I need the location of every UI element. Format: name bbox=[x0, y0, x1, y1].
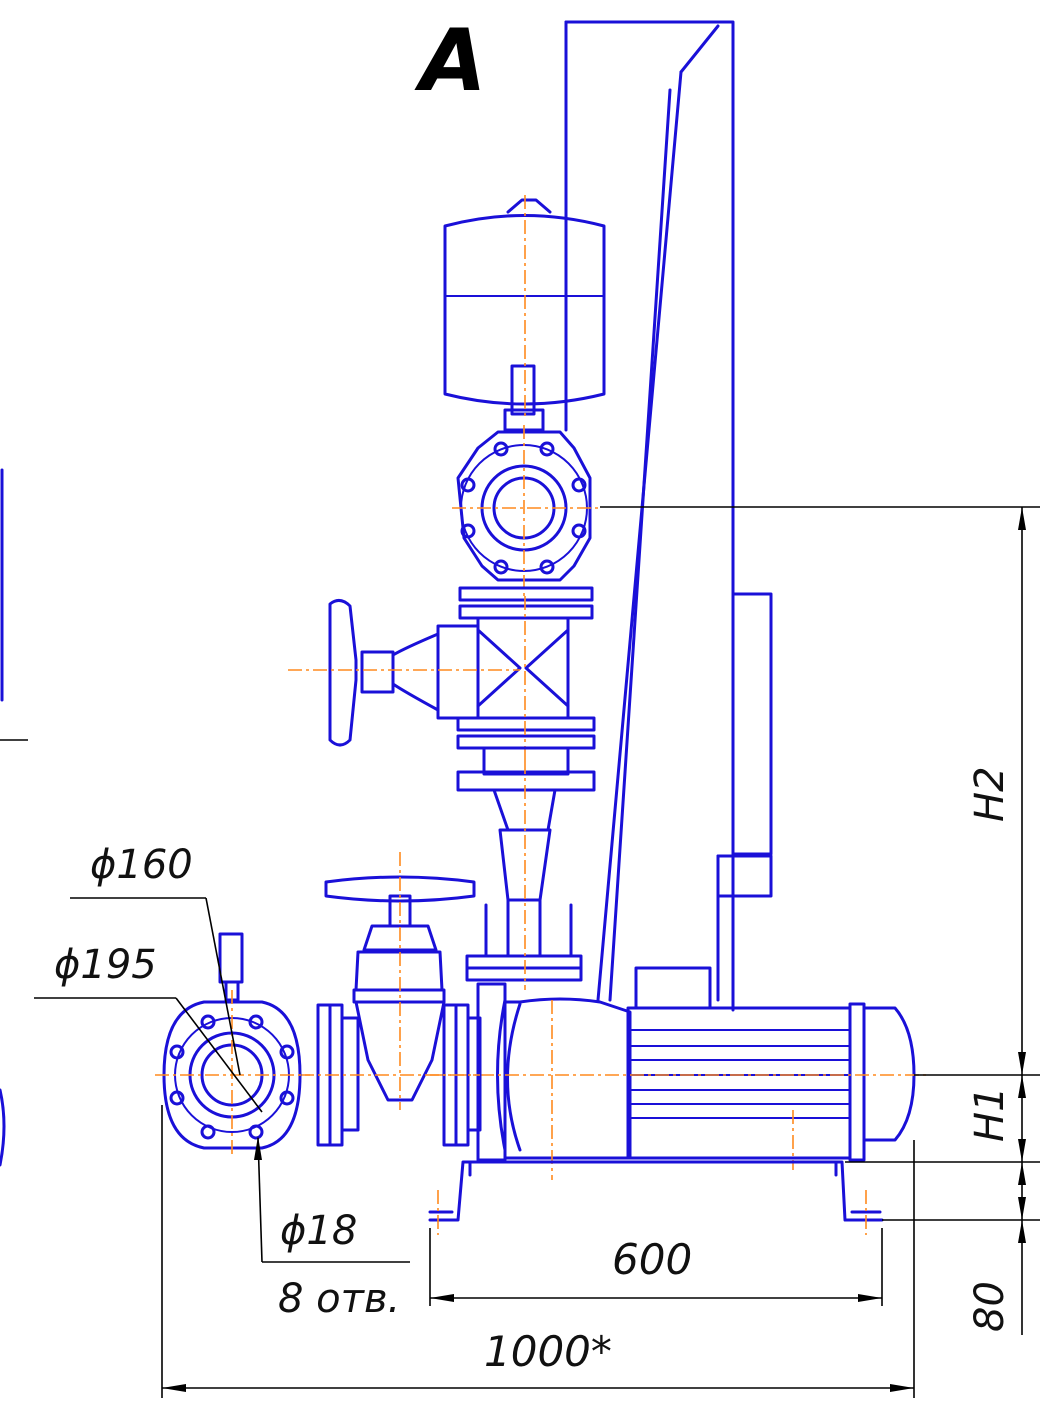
transition-pipe bbox=[456, 746, 596, 990]
support-stand bbox=[564, 20, 773, 1012]
inlet-flange bbox=[155, 932, 310, 1155]
dimension-lines bbox=[34, 506, 1040, 1398]
dim-hole-count: 8 отв. bbox=[278, 1276, 400, 1322]
lower-gate-valve bbox=[300, 852, 482, 1147]
upper-gate-valve bbox=[288, 586, 596, 760]
pump-motor bbox=[430, 966, 930, 1180]
left-edge-fragments bbox=[0, 468, 28, 1167]
dim-h2: H2 bbox=[967, 766, 1013, 822]
dimension-labels: ϕ160 ϕ195 ϕ18 8 отв. 600 1000* H2 H1 80 bbox=[54, 766, 1013, 1376]
view-label: A bbox=[414, 11, 487, 111]
dim-bolt-circle: ϕ195 bbox=[54, 942, 157, 988]
upper-flange bbox=[452, 425, 602, 600]
expansion-tank bbox=[443, 195, 606, 432]
dim-hole-diameter: ϕ18 bbox=[280, 1208, 357, 1254]
dim-overall-width: 1000* bbox=[484, 1327, 612, 1376]
base-frame bbox=[428, 1160, 884, 1235]
dim-h1: H1 bbox=[967, 1086, 1013, 1142]
dim-outlet-diameter: ϕ160 bbox=[90, 842, 193, 888]
dim-frame-height: 80 bbox=[967, 1281, 1013, 1332]
dim-frame-width: 600 bbox=[612, 1235, 692, 1284]
